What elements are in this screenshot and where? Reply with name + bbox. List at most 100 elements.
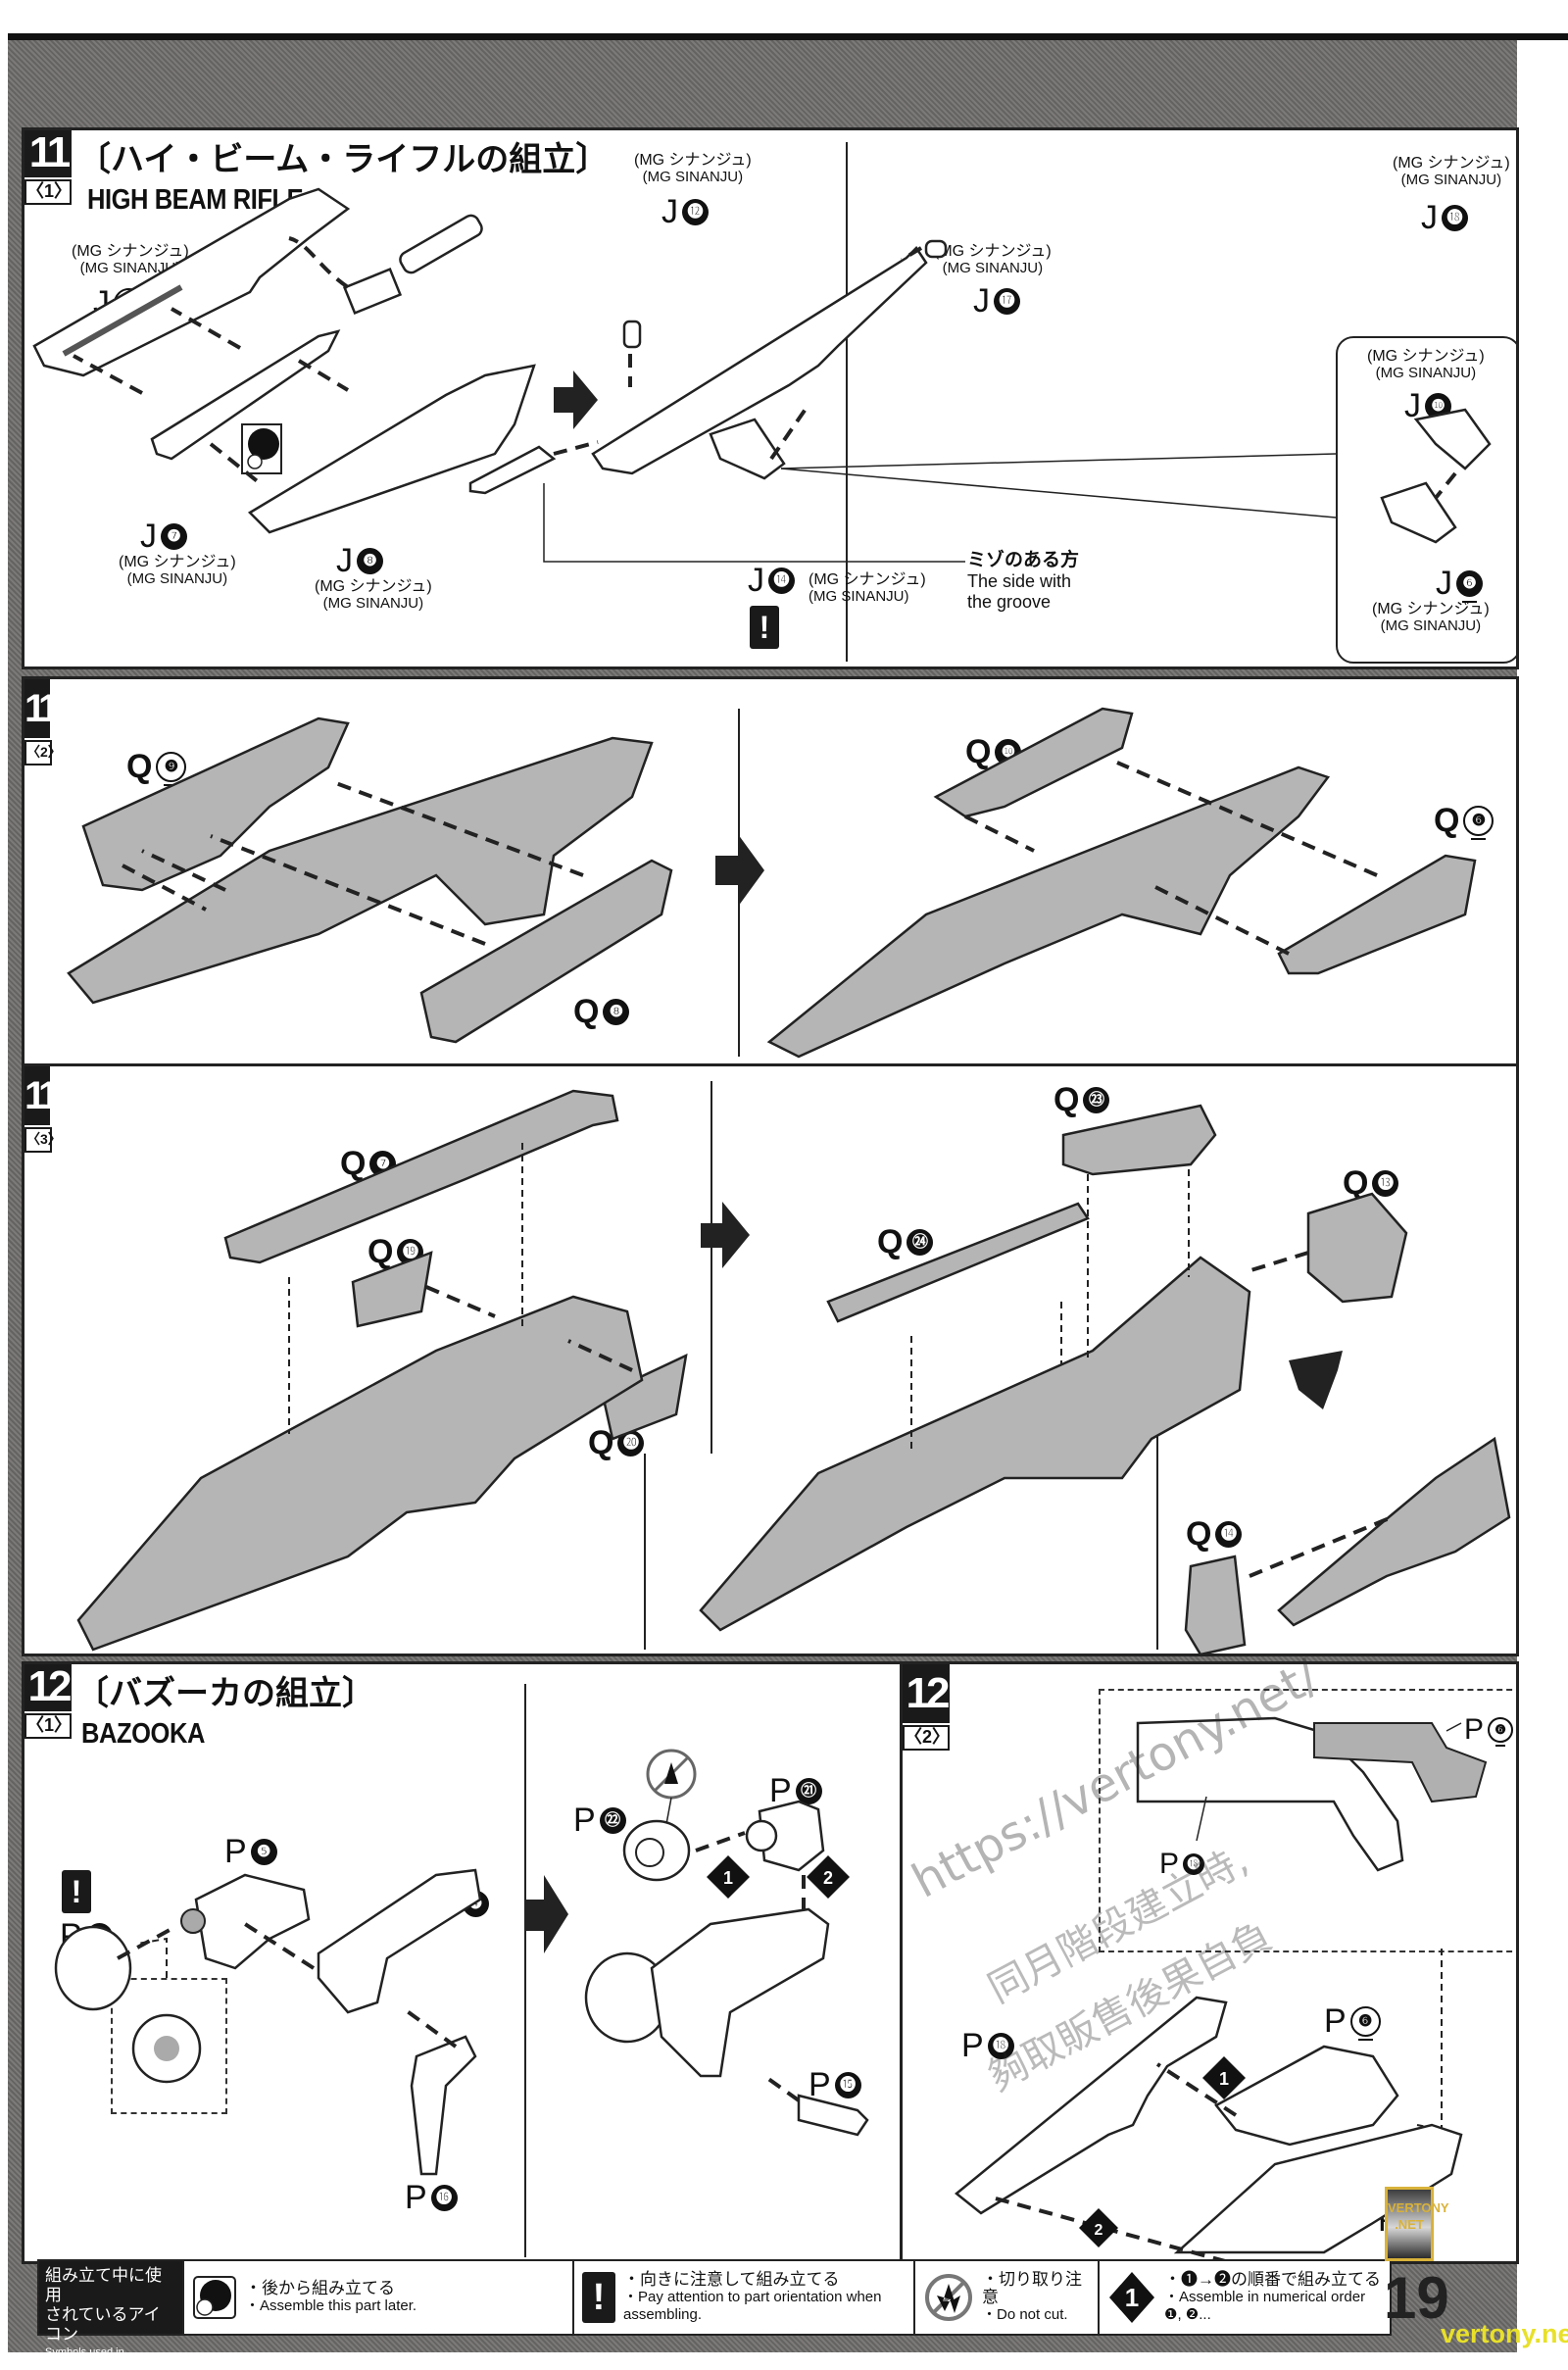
svg-text:2: 2 — [1095, 2222, 1103, 2239]
part-Q10-shape — [933, 707, 1134, 818]
step-divider — [846, 142, 848, 662]
orientation-warning-icon: ! — [62, 1870, 91, 1913]
part-P4-shape — [317, 1868, 482, 2014]
svg-text:2: 2 — [823, 1868, 833, 1888]
part-Q14-shape — [1184, 1555, 1247, 1654]
rifle-body-shape — [699, 1256, 1251, 1632]
part-P11-shape — [54, 1925, 132, 2011]
legend-item: 1 ・❶→❷の順番で組み立てる・Assemble in numerical or… — [1098, 2261, 1390, 2334]
orientation-warning-icon: ! — [750, 606, 779, 649]
next-step-arrow — [701, 1202, 750, 1268]
down-arrow-icon — [1289, 1351, 1343, 1409]
step-number: 12 — [24, 1664, 72, 1711]
sub-step-number: 〈1〉 — [24, 1713, 72, 1739]
part-P15-shape — [797, 2094, 869, 2137]
next-step-arrow — [715, 834, 764, 907]
bazooka-barrel-illustration: 1 2 — [955, 1716, 1488, 2261]
icon-legend: 組み立て中に使用 されているアイコン Symbols used in instr… — [37, 2259, 1392, 2370]
svg-text:1: 1 — [1219, 2069, 1229, 2089]
sub-step-number: 〈2〉 — [24, 740, 62, 765]
source-label: (MG シナンジュ)(MG SINANJU) — [1393, 155, 1510, 188]
step-12-1-panel: 12 〈1〉 〔バズーカの組立〕 BAZOOKA ! P⓫ P❺ P❹ P⓰ P… — [22, 1661, 904, 2264]
part-Q23-shape — [1061, 1104, 1217, 1176]
part-P16-shape — [410, 2035, 477, 2176]
rifle-core-shape — [766, 765, 1331, 1059]
top-rule — [8, 33, 1568, 40]
part-Q20-shape — [601, 1353, 688, 1441]
order-mark-1: 1 — [1202, 2056, 1246, 2099]
next-step-arrow — [554, 370, 598, 429]
bazooka-body-shape — [650, 1907, 830, 2078]
watermark-badge: VERTONY .NET — [1385, 2187, 1449, 2261]
source-label: (MG シナンジュ)(MG SINANJU) — [119, 554, 236, 587]
sub-step-number: 〈1〉 — [24, 179, 72, 205]
numerical-order-icon: 1 — [1109, 2272, 1154, 2323]
rifle-shell-illustration — [67, 707, 1477, 1059]
step-divider — [644, 1454, 646, 1650]
step-number: 11 — [24, 1066, 60, 1125]
order-mark-2: 2 — [807, 1855, 850, 1899]
order-mark-1: 1 — [707, 1855, 750, 1899]
order-mark-2: 2 — [1079, 2208, 1118, 2247]
part-Q13-shape — [1306, 1192, 1408, 1304]
watermark-site: vertony.net — [1441, 2319, 1568, 2348]
step-title-jp: 〔ハイ・ビーム・ライフルの組立〕 — [77, 141, 610, 178]
part-J14-shape — [468, 445, 557, 495]
source-label: (MG シナンジュ)(MG SINANJU) — [1372, 601, 1490, 634]
source-label: (MG シナンジュ)(MG SINANJU) — [72, 243, 189, 276]
legend-item: ・後から組み立てる・Assemble this part later. — [182, 2261, 572, 2334]
part-P18-shape — [955, 1996, 1228, 2215]
part-Q19-shape — [351, 1251, 433, 1328]
next-step-arrow — [526, 1875, 568, 1953]
do-not-cut-icon — [925, 2274, 972, 2321]
bazooka-parts-illustration: 1 2 — [54, 1749, 869, 2176]
part-J6-placed-shape — [709, 418, 786, 480]
detail-callout-box — [1099, 1689, 1516, 1952]
legend-heading: 組み立て中に使用 されているアイコン Symbols used in instr… — [39, 2261, 182, 2370]
part-J12-shape — [342, 214, 483, 315]
part-Q8-shape — [419, 859, 673, 1044]
bazooka-rear-shape — [1173, 2123, 1463, 2254]
part-J10-shape — [1413, 408, 1492, 470]
part-Q9-shape — [81, 716, 350, 892]
source-label: (MG シナンジュ)(MG SINANJU) — [315, 578, 432, 612]
step-11-1-panel: 11 〈1〉 〔ハイ・ビーム・ライフルの組立〕 HIGH BEAM RIFLE … — [22, 127, 1519, 669]
step-divider — [524, 1684, 526, 2257]
part-J17-shape — [622, 320, 642, 349]
rifle-parts-illustration — [32, 187, 1492, 563]
source-label: (MG シナンジュ)(MG SINANJU) — [808, 571, 926, 605]
part-P6-detail-shape — [1313, 1722, 1488, 1803]
step-number: 11 — [24, 130, 72, 177]
legend-item: ! ・向きに注意して組み立てる・Pay attention to part or… — [572, 2261, 913, 2334]
part-Q6-shape — [1277, 854, 1477, 975]
step-title-jp: 〔バズーカの組立〕 — [75, 1675, 375, 1712]
legend-item: ・切り取り注意・Do not cut. — [913, 2261, 1098, 2334]
rifle-core-shape — [67, 736, 654, 1005]
part-J6-shape — [1380, 481, 1457, 544]
sub-step-number: 〈3〉 — [24, 1127, 62, 1153]
detail-divider — [1156, 1429, 1158, 1650]
detail-inset — [1336, 336, 1516, 664]
part-Q24-shape — [826, 1202, 1090, 1323]
rifle-top-illustration — [76, 1089, 1511, 1654]
